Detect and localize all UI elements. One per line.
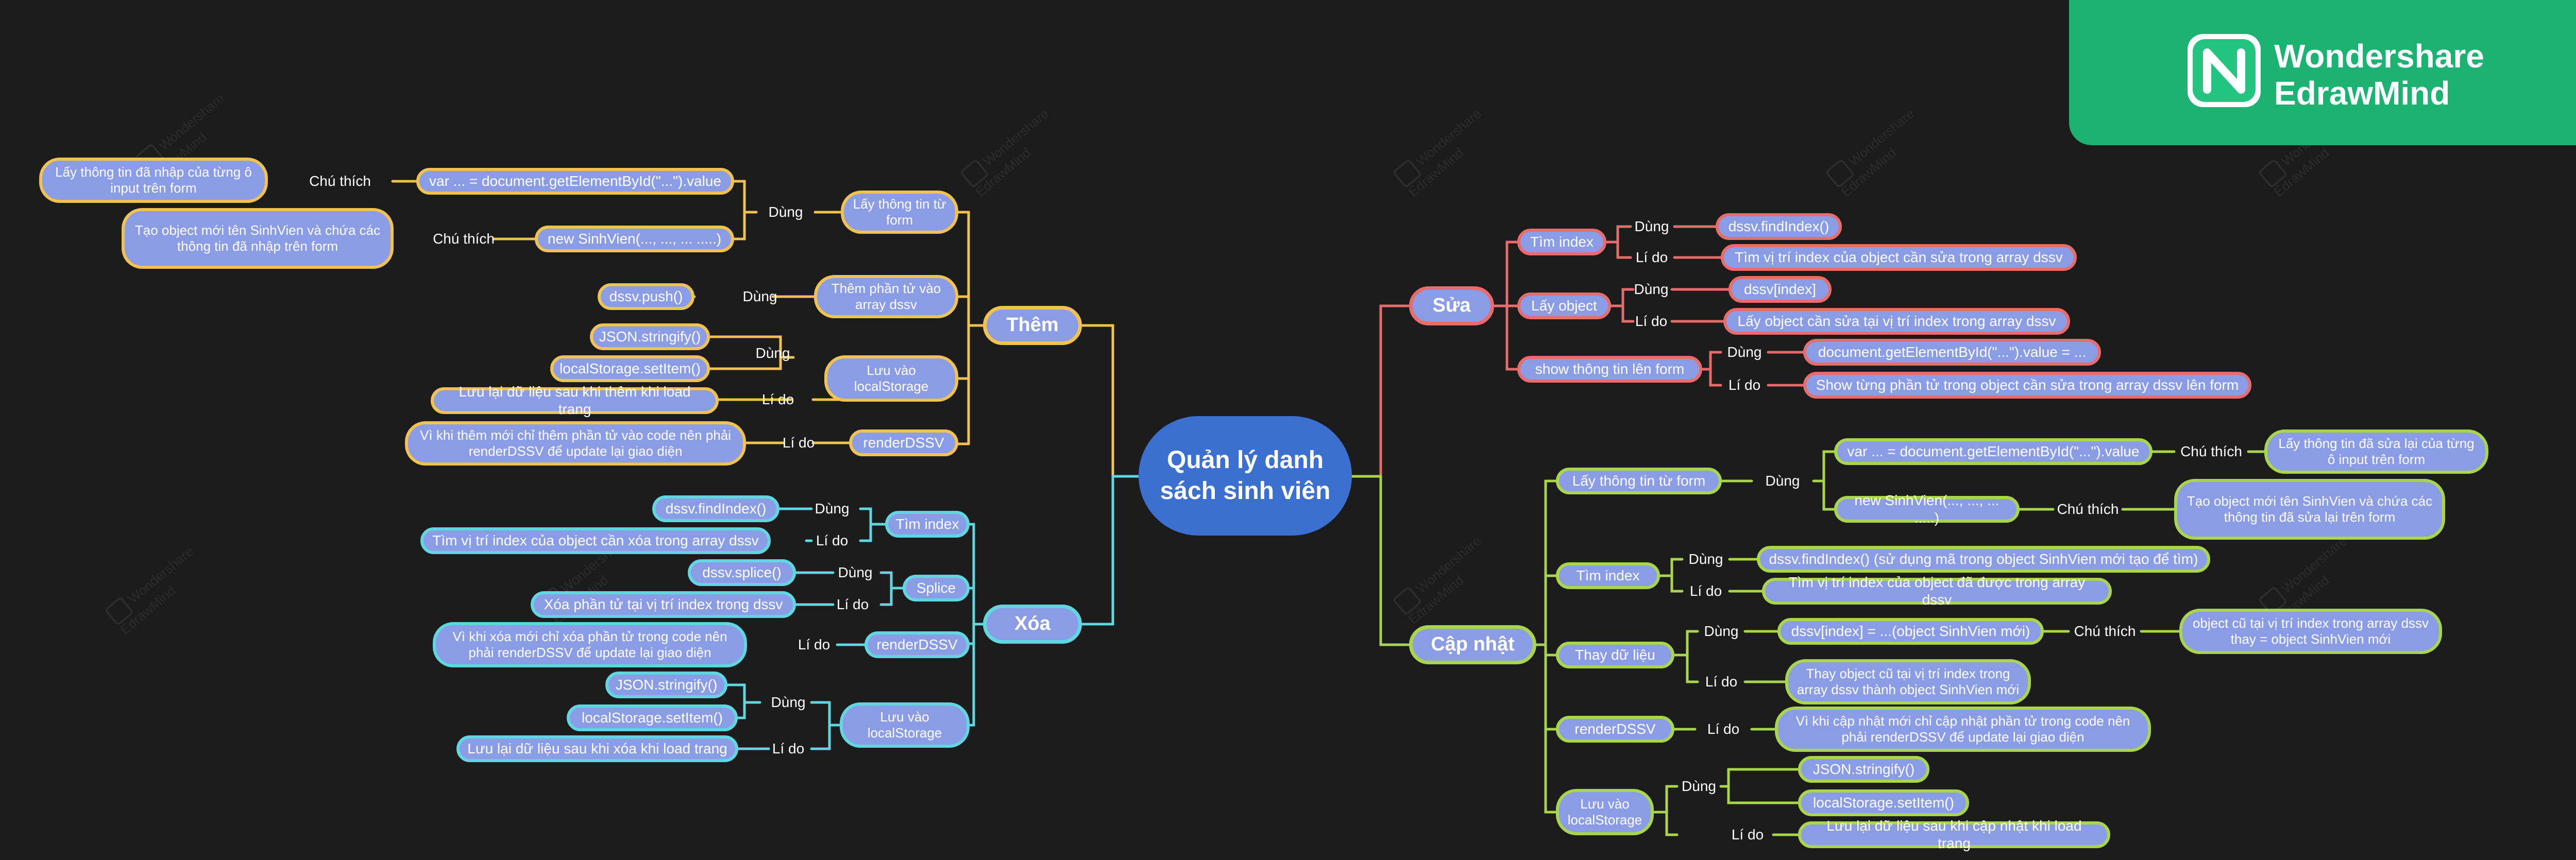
capnhat-thay-du-lieu-node[interactable]: Thay dữ liệu <box>1556 642 1674 668</box>
sua-tim-vi-tri-node[interactable]: Tìm vị trí index của object cần sửa tron… <box>1721 244 2077 271</box>
them-dung-label: Dùng <box>742 288 777 305</box>
capnhat-dung-label: Dùng <box>1688 551 1723 567</box>
capnhat-tim-vi-tri-node[interactable]: Tìm vị trí index của object đã được tron… <box>1762 574 2112 608</box>
capnhat-findindex-node[interactable]: dssv.findIndex() (sử dụng mã trong objec… <box>1757 546 2210 573</box>
xoa-splice-fn-node[interactable]: dssv.splice() <box>688 559 796 586</box>
sua-dung-label: Dùng <box>1634 281 1669 298</box>
xoa-tim-vi-tri-node[interactable]: Tìm vị trí index của object cần xóa tron… <box>420 527 771 554</box>
xoa-findindex-node[interactable]: dssv.findIndex() <box>652 495 779 522</box>
sua-set-value-node[interactable]: document.getElementById("...").value = .… <box>1803 339 2101 366</box>
branch-them[interactable]: Thêm <box>983 306 1082 345</box>
capnhat-lay-thong-tin-node[interactable]: Lấy thông tin từ form <box>1556 468 1722 494</box>
branch-cap-nhat[interactable]: Cập nhật <box>1409 625 1536 664</box>
capnhat-li-do-label: Lí do <box>1731 827 1764 843</box>
xoa-dung-label: Dùng <box>815 501 850 517</box>
them-li-do-label: Lí do <box>782 435 815 451</box>
sua-show-node[interactable]: show thông tin lên form <box>1517 356 1702 383</box>
sua-li-do-label: Lí do <box>1728 377 1761 393</box>
sua-dung-label: Dùng <box>1634 218 1669 235</box>
capnhat-li-do-label: Lí do <box>1689 583 1722 599</box>
them-note-lay-thong-tin[interactable]: Lấy thông tin đã nhập của từng ô input t… <box>39 158 268 203</box>
xoa-li-do-label: Lí do <box>836 596 869 613</box>
sua-show-note[interactable]: Show từng phần tử trong object cần sửa t… <box>1803 372 2251 399</box>
xoa-li-do-label: Lí do <box>798 637 831 653</box>
xoa-luu-lai-node[interactable]: Lưu lại dữ liệu sau khi xóa khi load tra… <box>456 735 738 762</box>
capnhat-setitem-node[interactable]: localStorage.setItem() <box>1798 789 1969 816</box>
them-render-note[interactable]: Vì khi thêm mới chỉ thêm phần tử vào cod… <box>405 421 746 466</box>
sua-findindex-node[interactable]: dssv.findIndex() <box>1716 213 1842 240</box>
xoa-luu-vao-node[interactable]: Lưu vào localStorage <box>840 702 970 748</box>
xoa-li-do-label: Lí do <box>816 532 849 549</box>
capnhat-dung-label: Dùng <box>1704 623 1739 640</box>
edrawmind-logo-icon <box>2188 34 2261 107</box>
them-dung-label: Dùng <box>755 345 790 362</box>
sua-li-do-label: Lí do <box>1635 249 1668 266</box>
capnhat-note-lay-thong-tin[interactable]: Lấy thông tin đã sửa lại của từng ô inpu… <box>2264 429 2488 474</box>
sua-lay-object-note[interactable]: Lấy object cần sửa tại vị trí index tron… <box>1723 308 2070 335</box>
capnhat-chu-thich-label: Chú thích <box>2057 501 2119 518</box>
xoa-render-node[interactable]: renderDSSV <box>865 631 970 658</box>
them-setitem-node[interactable]: localStorage.setItem() <box>550 355 710 382</box>
xoa-splice-node[interactable]: Splice <box>903 575 970 601</box>
them-dung-label: Dùng <box>768 204 803 220</box>
capnhat-render-node[interactable]: renderDSSV <box>1556 716 1674 743</box>
them-note-tao-object[interactable]: Tạo object mới tên SinhVien và chứa các … <box>122 208 394 269</box>
branch-xoa[interactable]: Xóa <box>983 605 1082 644</box>
xoa-dung-label: Dùng <box>838 564 873 581</box>
xoa-setitem-node[interactable]: localStorage.setItem() <box>567 704 738 731</box>
capnhat-thay-note[interactable]: Thay object cũ tại vị trí index trong ar… <box>1785 659 2031 704</box>
capnhat-var-getelement-node[interactable]: var ... = document.getElementById("...")… <box>1834 438 2153 465</box>
capnhat-li-do-label: Lí do <box>1705 674 1738 690</box>
them-lay-thong-tin-node[interactable]: Lấy thông tin từ form <box>841 191 958 234</box>
capnhat-note-tao-object[interactable]: Tạo object mới tên SinhVien và chứa các … <box>2174 479 2445 540</box>
them-push-node[interactable]: dssv.push() <box>598 283 694 310</box>
capnhat-tim-index-node[interactable]: Tìm index <box>1556 562 1660 589</box>
capnhat-render-note[interactable]: Vì khi cập nhật mới chỉ cập nhật phần tử… <box>1775 707 2151 752</box>
capnhat-dung-label: Dùng <box>1765 473 1800 489</box>
capnhat-li-do-label: Lí do <box>1707 721 1740 737</box>
xoa-dung-label: Dùng <box>771 694 806 711</box>
them-chu-thich-label: Chú thích <box>433 231 495 247</box>
sua-li-do-label: Lí do <box>1635 313 1668 330</box>
them-render-node[interactable]: renderDSSV <box>849 429 958 456</box>
them-luu-lai-node[interactable]: Lưu lại dữ liệu sau khi thêm khi load tr… <box>431 384 719 417</box>
capnhat-json-stringify-node[interactable]: JSON.stringify() <box>1798 756 1929 783</box>
capnhat-dung-label: Dùng <box>1682 778 1716 795</box>
capnhat-chu-thich-label: Chú thích <box>2074 623 2136 640</box>
sua-lay-object-node[interactable]: Lấy object <box>1517 293 1611 319</box>
xoa-json-stringify-node[interactable]: JSON.stringify() <box>605 672 727 698</box>
branch-sua[interactable]: Sửa <box>1409 286 1494 325</box>
them-var-getelement-node[interactable]: var ... = document.getElementById("...")… <box>416 168 734 195</box>
them-li-do-label: Lí do <box>761 391 794 408</box>
capnhat-note-thay-object[interactable]: object cũ tại vị trí index trong array d… <box>2179 609 2442 654</box>
capnhat-assign-node[interactable]: dssv[index] = ...(object SinhVien mới) <box>1777 618 2044 645</box>
root-topic[interactable]: Quản lý danh sách sinh viên <box>1139 416 1352 536</box>
them-them-phan-tu-node[interactable]: Thêm phần tử vào array dssv <box>814 275 958 318</box>
xoa-xoa-phan-tu-node[interactable]: Xóa phần tử tại vị trí index trong dssv <box>531 591 796 618</box>
them-chu-thich-label: Chú thích <box>309 173 371 190</box>
xoa-li-do-label: Lí do <box>772 741 805 757</box>
xoa-tim-index-node[interactable]: Tìm index <box>885 511 970 538</box>
xoa-render-note[interactable]: Vì khi xóa mới chỉ xóa phần tử trong cod… <box>433 622 747 667</box>
capnhat-luu-vao-node[interactable]: Lưu vào localStorage <box>1556 789 1654 835</box>
capnhat-new-sinhvien-node[interactable]: new SinhVien(..., ..., ... .....) <box>1834 492 2020 526</box>
sua-dssv-index-node[interactable]: dssv[index] <box>1728 276 1832 303</box>
them-json-stringify-node[interactable]: JSON.stringify() <box>590 323 710 350</box>
sua-tim-index-node[interactable]: Tìm index <box>1517 229 1606 255</box>
them-luu-vao-node[interactable]: Lưu vào localStorage <box>824 355 958 402</box>
them-new-sinhvien-node[interactable]: new SinhVien(..., ..., ... .....) <box>535 226 734 252</box>
capnhat-chu-thich-label: Chú thích <box>2180 443 2242 460</box>
sua-dung-label: Dùng <box>1727 344 1762 360</box>
capnhat-luu-lai-node[interactable]: Lưu lại dữ liệu sau khi cập nhật khi loa… <box>1798 818 2110 851</box>
